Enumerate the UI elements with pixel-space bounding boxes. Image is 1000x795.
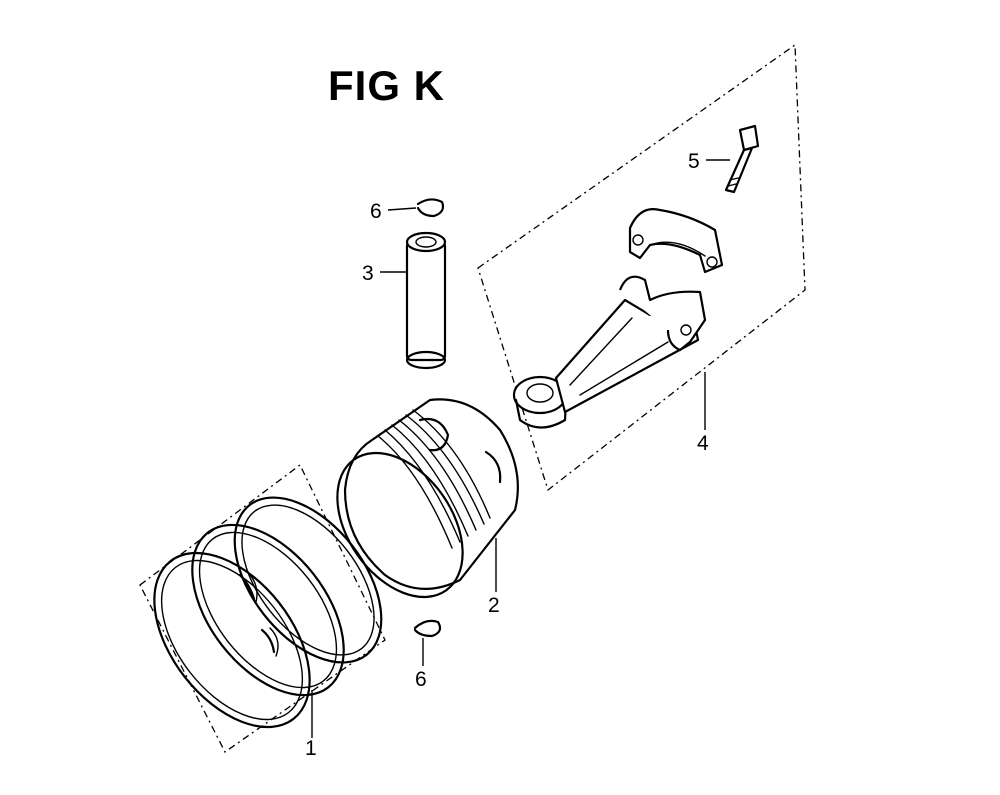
figure-title: FIG K xyxy=(328,62,445,109)
callout-3: 3 xyxy=(362,262,374,285)
callout-5: 5 xyxy=(688,150,700,173)
piston-rings xyxy=(153,496,383,729)
piston xyxy=(336,398,519,599)
callout-1: 1 xyxy=(305,737,317,760)
piston-pin xyxy=(405,231,447,370)
rod-bolt xyxy=(724,124,760,194)
pin-clip-upper xyxy=(416,198,445,218)
rod-group-outline xyxy=(477,43,806,492)
callout-2: 2 xyxy=(488,594,500,617)
pin-clip-lower xyxy=(413,619,442,638)
leader-6-upper xyxy=(387,207,417,211)
callout-4: 4 xyxy=(697,432,709,455)
callout-6-upper: 6 xyxy=(370,200,382,223)
callout-6-lower: 6 xyxy=(415,668,427,691)
ring-group-outline xyxy=(139,464,386,753)
connecting-rod xyxy=(512,208,724,429)
